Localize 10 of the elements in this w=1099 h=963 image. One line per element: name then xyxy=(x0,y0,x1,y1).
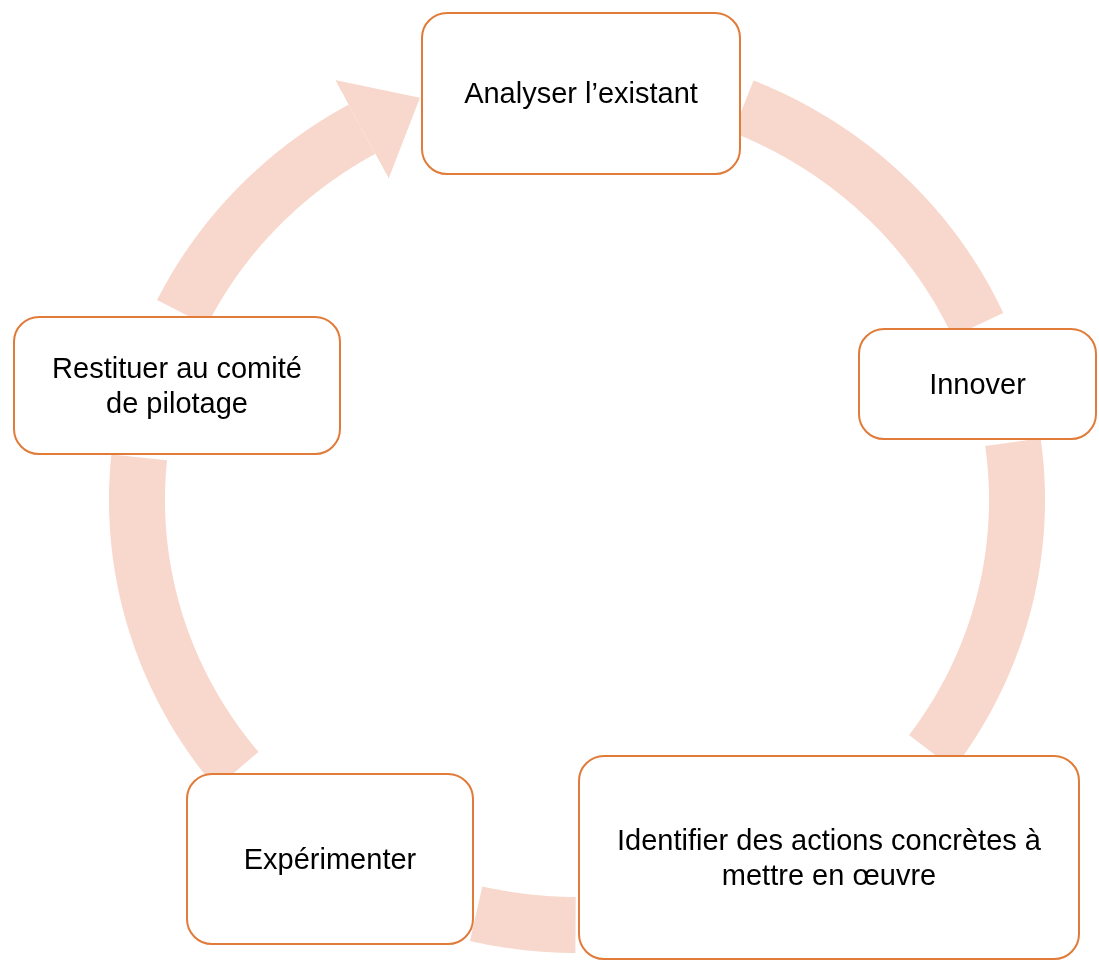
step-label: Innover xyxy=(929,366,1026,402)
step-label: Identifier des actions concrètes à mettre en œuvre xyxy=(616,822,1042,893)
process-box xyxy=(421,12,741,175)
process-box xyxy=(186,773,474,945)
step-label: Analyser l’existant xyxy=(464,76,698,111)
process-box xyxy=(13,316,341,455)
step-label: Restituer au comité de pilotage xyxy=(51,350,303,421)
process-box xyxy=(858,328,1097,440)
step-label: Expérimenter xyxy=(243,841,417,877)
process-box xyxy=(578,755,1080,960)
